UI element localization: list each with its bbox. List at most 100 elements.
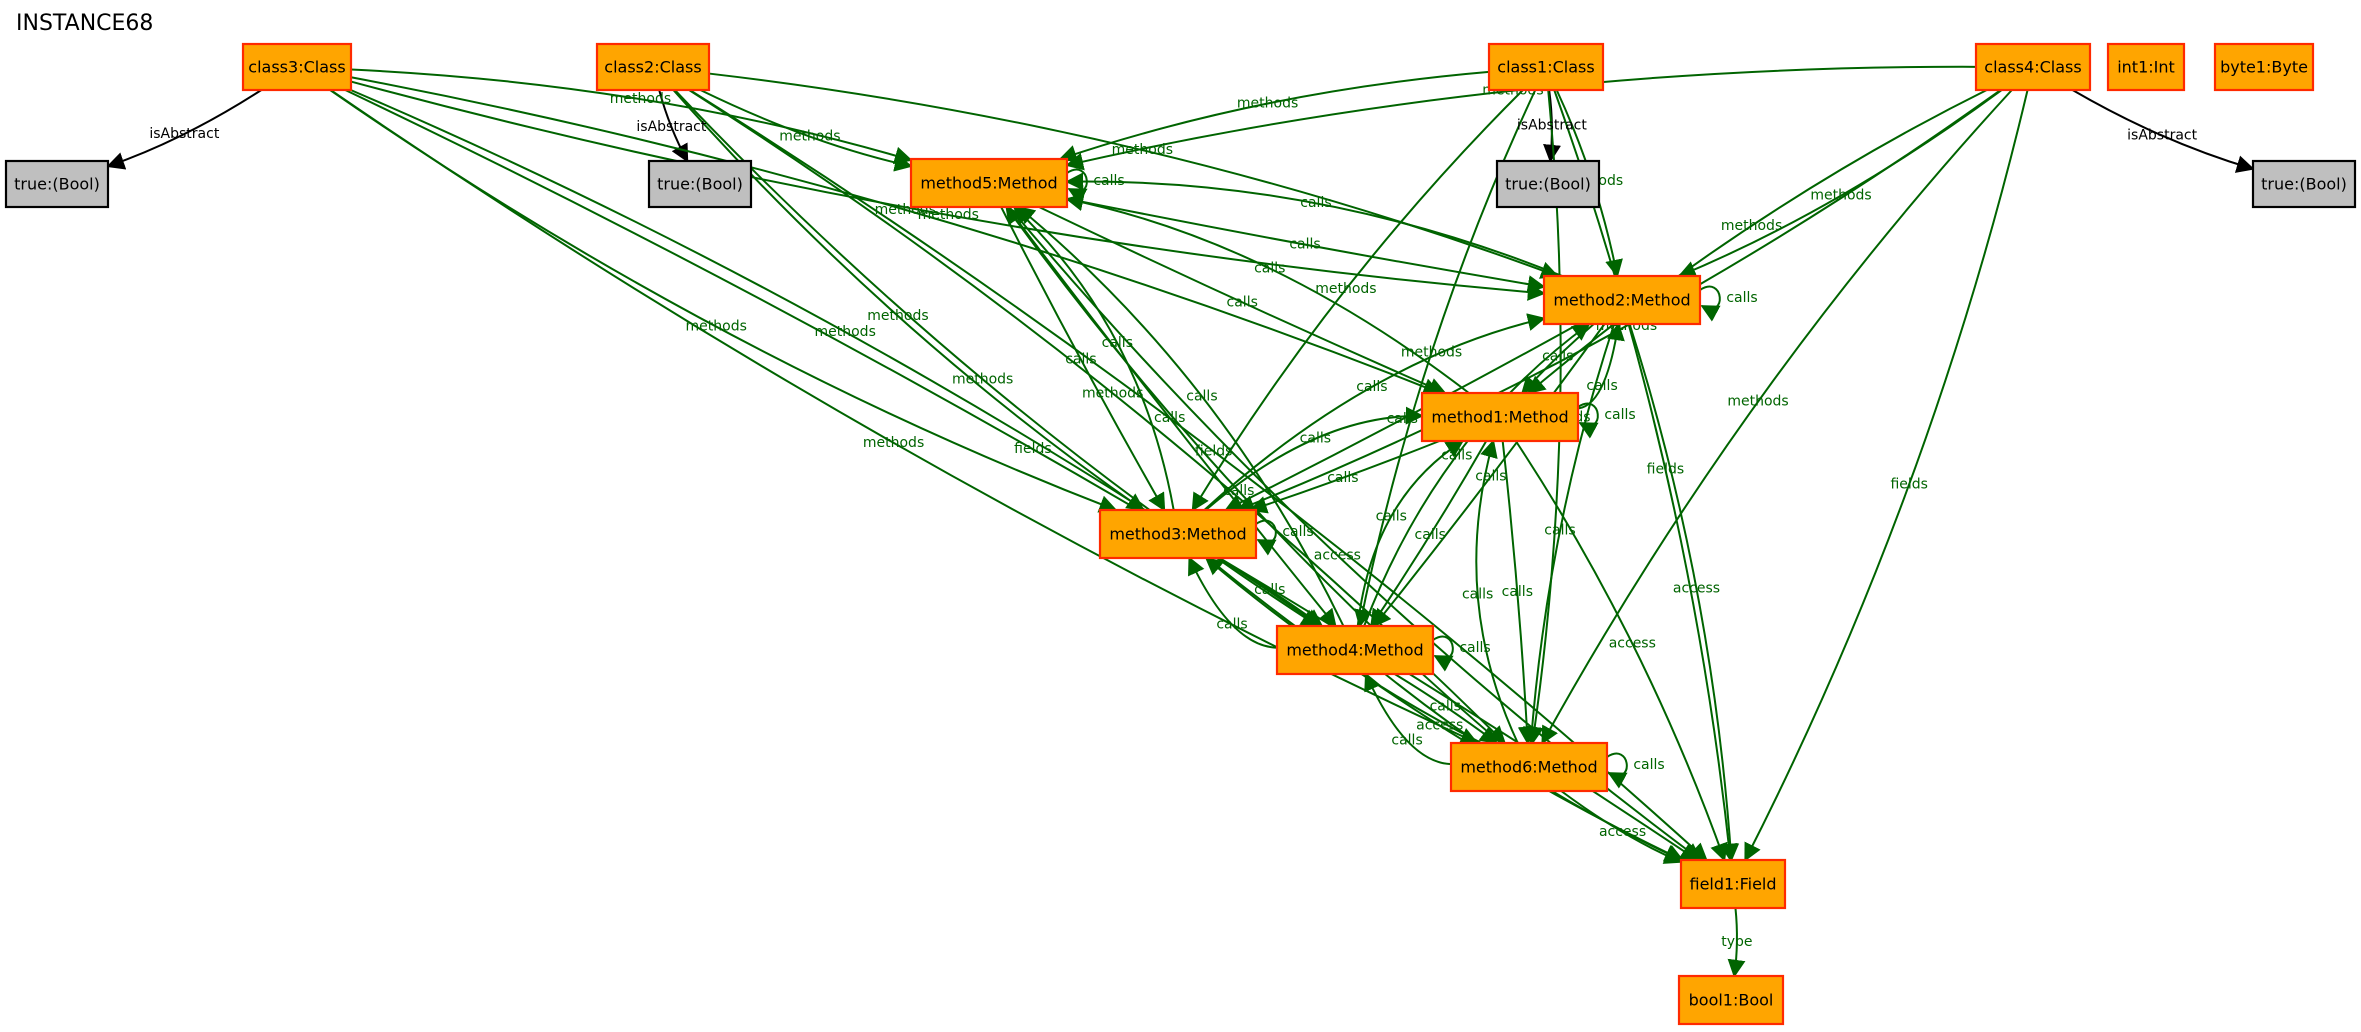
edge-path <box>699 89 913 172</box>
edge-label-calls: calls <box>1391 733 1422 749</box>
edge-method5-method3 <box>1000 206 1166 512</box>
node-field1[interactable]: field1:Field <box>1679 858 1787 910</box>
node-label: method3:Method <box>1109 525 1246 544</box>
node-method2[interactable]: method2:Method <box>1542 274 1702 326</box>
edge-method2-method4 <box>1373 323 1606 628</box>
edge-path <box>672 89 1145 512</box>
edge-label-calls: calls <box>1154 410 1185 426</box>
edge-class4-field1 <box>1744 89 2029 862</box>
node-class1[interactable]: class1:Class <box>1487 42 1605 92</box>
node-label: method6:Method <box>1460 758 1597 777</box>
node-method4[interactable]: method4:Method <box>1275 624 1435 676</box>
node-method6[interactable]: method6:Method <box>1449 741 1609 793</box>
node-true2[interactable]: true:(Bool) <box>647 159 753 209</box>
edge-method2-method2 <box>1699 285 1721 322</box>
edge-label-calls: calls <box>1300 195 1331 211</box>
node-class2[interactable]: class2:Class <box>595 42 711 92</box>
node-label: class3:Class <box>248 58 345 77</box>
edge-path <box>1373 323 1606 628</box>
node-method1[interactable]: method1:Method <box>1420 391 1580 443</box>
edge-path <box>350 68 913 165</box>
edge-path <box>1432 635 1454 672</box>
edge-path <box>1218 557 1324 628</box>
node-byte1[interactable]: byte1:Byte <box>2213 42 2315 92</box>
edge-label-calls: calls <box>1376 508 1407 524</box>
edge-path <box>1356 440 1465 627</box>
edge-method4-method6 <box>1394 673 1499 745</box>
edge-class3-method1 <box>350 76 1442 396</box>
edge-label-fields: fields <box>1014 441 1052 457</box>
node-box <box>1487 42 1605 92</box>
edge-path <box>1191 89 1524 512</box>
node-true4[interactable]: true:(Bool) <box>2251 159 2357 209</box>
edge-class4-true4 <box>2072 89 2255 173</box>
edge-method4-method1 <box>1356 440 1465 627</box>
edge-label-isAbstract: isAbstract <box>636 119 706 135</box>
edge-label-fields: fields <box>1890 476 1928 492</box>
edge-label-methods: methods <box>610 91 671 107</box>
edge-path <box>1628 323 1740 862</box>
edge-path <box>1577 402 1599 439</box>
edge-label-calls: calls <box>1462 587 1493 603</box>
edge-label-methods: methods <box>779 129 840 145</box>
node-true1[interactable]: true:(Bool) <box>1495 159 1601 209</box>
node-label: method4:Method <box>1286 641 1423 660</box>
edge-path <box>1248 440 1440 514</box>
node-label: true:(Bool) <box>2261 175 2347 194</box>
node-box <box>909 157 1069 209</box>
edge-method5-method2 <box>1066 197 1546 294</box>
edge-path <box>1065 193 1470 394</box>
edge-label-calls: calls <box>1356 379 1387 395</box>
edge-path <box>1523 323 1616 745</box>
edge-method4-method5 <box>1016 205 1345 627</box>
edge-path <box>1255 519 1277 556</box>
edge-path <box>1394 673 1499 745</box>
edge-path <box>1236 89 2002 513</box>
edge-label-calls: calls <box>1542 349 1573 365</box>
edge-label-methods: methods <box>863 435 924 451</box>
node-box <box>1679 858 1787 910</box>
edge-path <box>350 76 1442 396</box>
edge-method1-field1 <box>1514 440 1728 862</box>
node-method3[interactable]: method3:Method <box>1098 508 1258 560</box>
edge-label-type: type <box>1721 934 1752 950</box>
edge-class2-field1 <box>689 89 1708 862</box>
edge-label-calls: calls <box>1223 483 1254 499</box>
edge-method1-method2 <box>1577 322 1625 410</box>
edge-label-methods: methods <box>1810 188 1871 204</box>
edge-label-calls: calls <box>1227 294 1258 310</box>
edge-label-calls: calls <box>1475 469 1506 485</box>
edge-label-calls: calls <box>1254 260 1285 276</box>
edge-label-calls: calls <box>1254 582 1285 598</box>
edge-label-access: access <box>1609 636 1656 652</box>
edge-path <box>1527 89 1988 395</box>
edge-class3-method3 <box>329 89 1118 513</box>
node-true3[interactable]: true:(Bool) <box>4 159 110 209</box>
node-box <box>2251 159 2357 209</box>
edge-label-access: access <box>1416 718 1463 734</box>
edge-label-calls: calls <box>1186 388 1217 404</box>
edge-method3-method2 <box>1203 313 1546 511</box>
edge-path <box>1188 556 1278 649</box>
node-method5[interactable]: method5:Method <box>909 157 1069 209</box>
edge-method1-method5 <box>1065 193 1470 394</box>
node-int1[interactable]: int1:Int <box>2106 42 2186 92</box>
node-class4[interactable]: class4:Class <box>1974 42 2092 92</box>
edge-label-access: access <box>1599 824 1646 840</box>
edge-method6-field1 <box>1560 790 1683 864</box>
edge-path <box>106 89 262 170</box>
node-label: true:(Bool) <box>14 175 100 194</box>
edge-class2-method2 <box>708 72 1560 279</box>
edge-label-calls: calls <box>1544 523 1575 539</box>
edge-label-calls: calls <box>1327 470 1358 486</box>
node-class3[interactable]: class3:Class <box>241 42 353 92</box>
edge-path <box>1606 752 1628 789</box>
edge-field1-bool1 <box>1727 907 1746 978</box>
edge-method2-method5 <box>1065 172 1563 277</box>
node-box <box>2106 42 2186 92</box>
edge-method4-method4 <box>1432 635 1454 672</box>
edge-method6-method6 <box>1606 752 1628 789</box>
edge-path <box>1066 168 1088 205</box>
node-bool1[interactable]: bool1:Bool <box>1677 974 1785 1026</box>
